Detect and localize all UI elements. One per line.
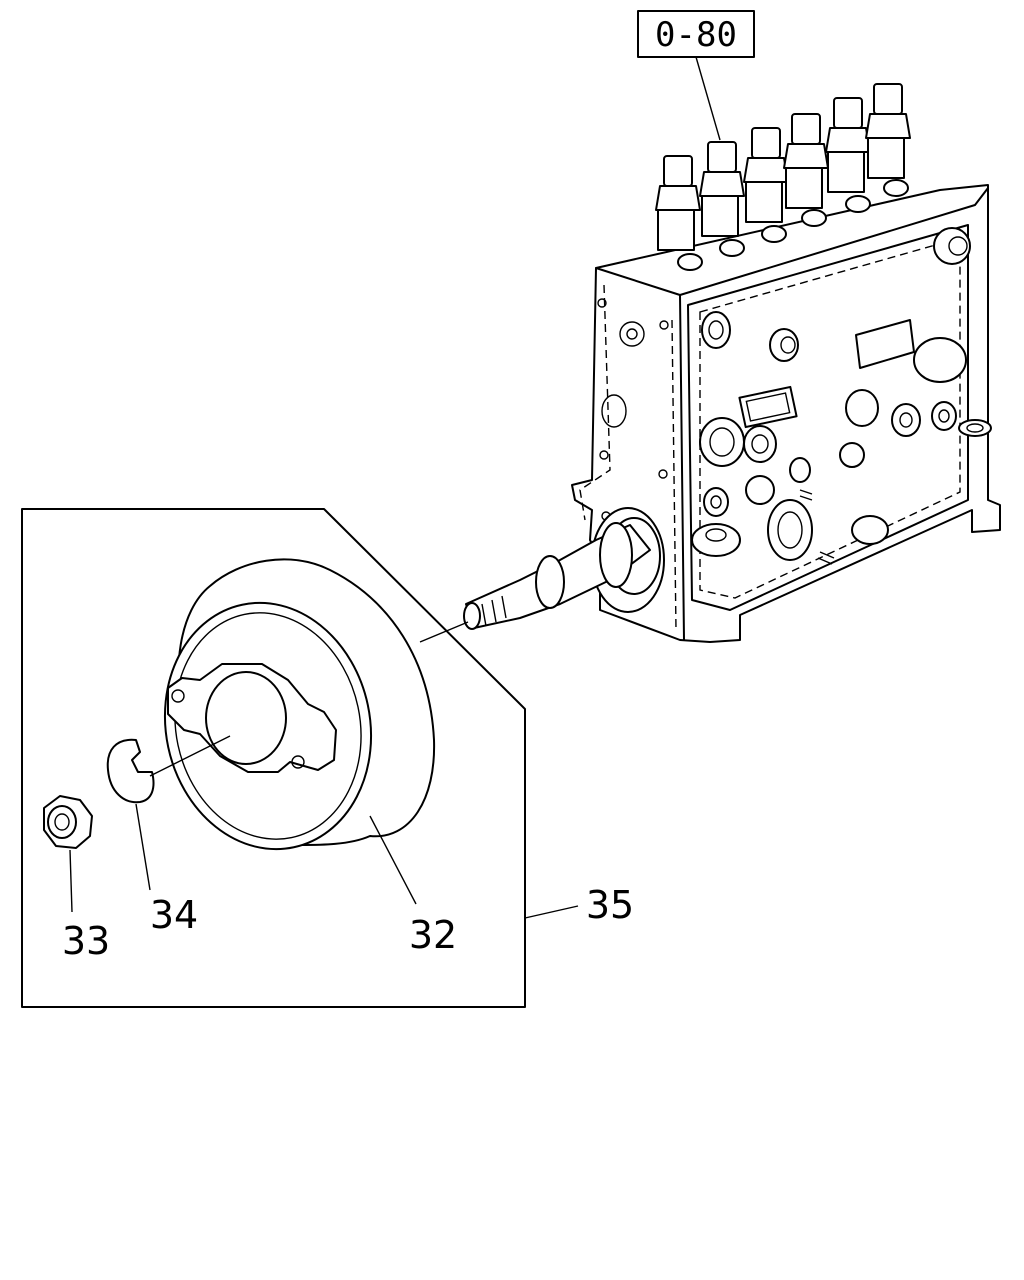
pulley-to-washer-leader	[149, 735, 231, 777]
lock-washer	[106, 738, 155, 804]
callout-32: 32	[409, 913, 457, 957]
hex-nut	[43, 795, 93, 849]
shaft-leader-line	[419, 621, 469, 643]
reference-label-box[interactable]: 0-80	[637, 10, 755, 58]
camshaft-end	[463, 522, 651, 630]
pulley-hub	[163, 558, 436, 851]
callout-33: 33	[62, 919, 110, 963]
callout-34: 34	[150, 893, 198, 937]
nut-leader-line	[69, 849, 73, 913]
pulley-leader-line	[369, 815, 417, 905]
assembly-detail-frame	[21, 508, 526, 1008]
callout-35: 35	[586, 883, 634, 927]
delivery-valve-row	[655, 83, 971, 271]
reference-label: 0-80	[655, 15, 737, 55]
washer-leader-line	[135, 803, 151, 891]
assembly-leader-line	[524, 905, 579, 919]
reference-leader-line	[695, 56, 721, 141]
